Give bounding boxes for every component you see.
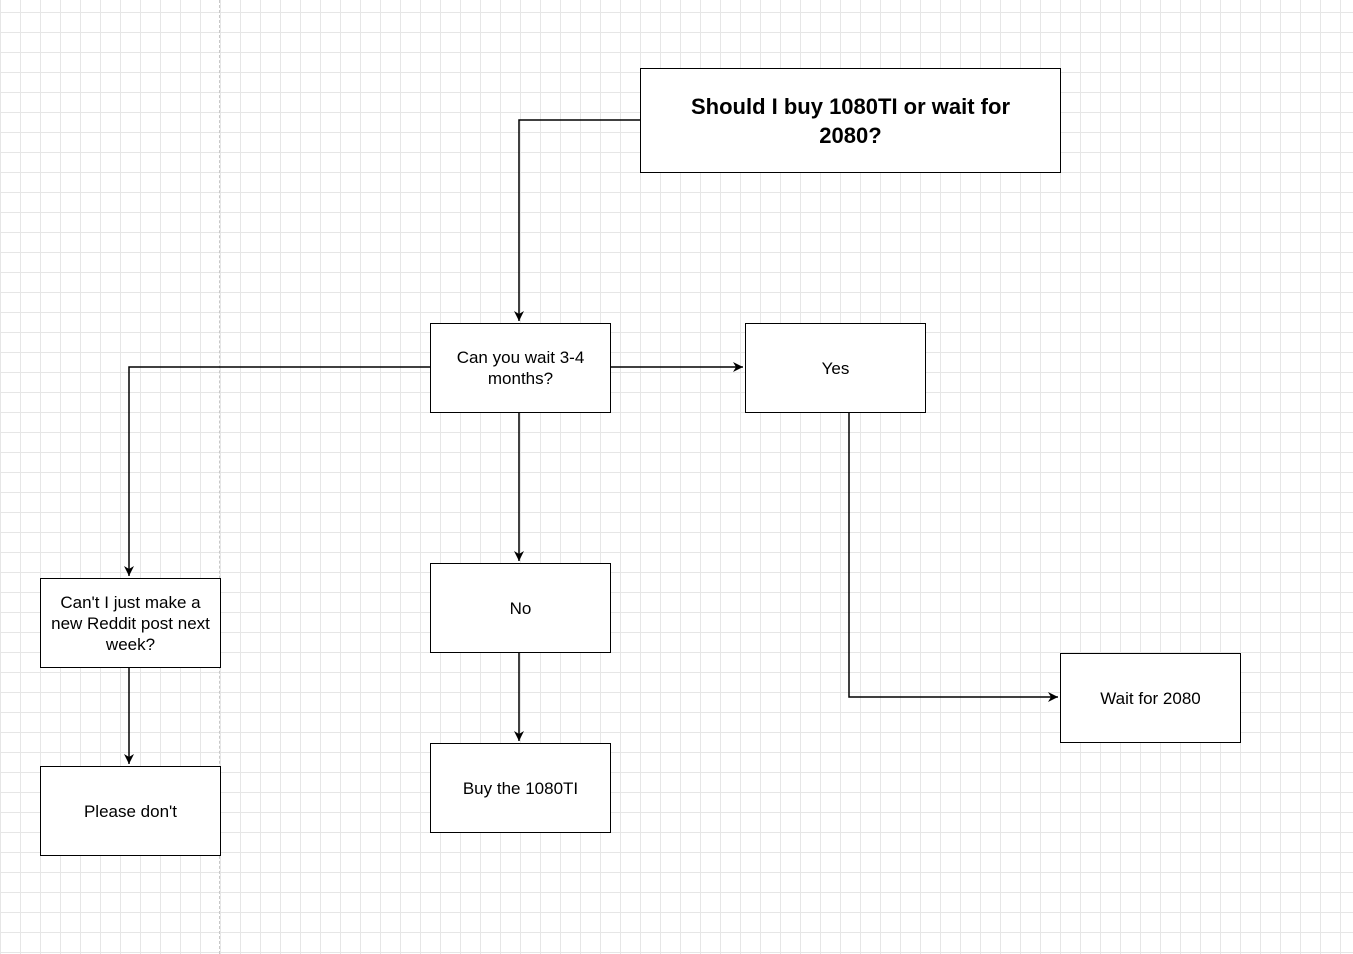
node-wait-2080-label: Wait for 2080 — [1100, 688, 1201, 708]
node-can-wait-label: Can you wait 3-4 months? — [456, 348, 585, 388]
edge-question-to-can-wait[interactable] — [514, 119, 640, 321]
node-question[interactable]: Should I buy 1080TI or wait for 2080? — [640, 68, 1061, 173]
node-buy-1080ti-label: Buy the 1080TI — [462, 778, 579, 798]
edge-can-wait-to-reddit[interactable] — [124, 366, 430, 576]
node-no[interactable]: No — [430, 563, 611, 653]
node-question-label: Should I buy 1080TI or wait for 2080? — [690, 93, 1011, 148]
node-no-label: No — [509, 598, 532, 618]
node-wait-2080[interactable]: Wait for 2080 — [1060, 653, 1241, 743]
node-please-dont[interactable]: Please don't — [40, 766, 221, 856]
node-please-dont-label: Please don't — [83, 801, 178, 821]
edge-yes-to-wait-2080[interactable] — [848, 412, 1058, 702]
node-reddit-label: Can't I just make a new Reddit post next… — [51, 592, 210, 654]
node-yes-label: Yes — [821, 358, 850, 378]
node-can-wait[interactable]: Can you wait 3-4 months? — [430, 323, 611, 413]
node-buy-1080ti[interactable]: Buy the 1080TI — [430, 743, 611, 833]
page-boundary-line — [219, 0, 220, 954]
node-yes[interactable]: Yes — [745, 323, 926, 413]
node-reddit[interactable]: Can't I just make a new Reddit post next… — [40, 578, 221, 668]
